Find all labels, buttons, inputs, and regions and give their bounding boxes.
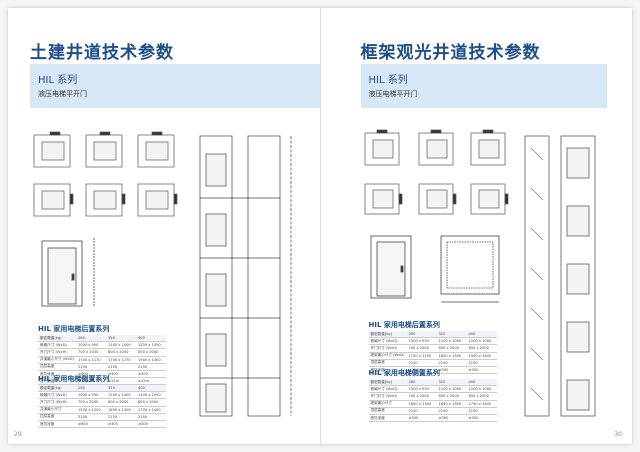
door-elevation xyxy=(370,235,411,299)
table-title-rear: HIL 家用电梯后置系列 xyxy=(368,321,440,329)
plan-view xyxy=(33,183,74,217)
table-title-side: HIL 家用电梯侧置系列 xyxy=(368,369,440,377)
table-row: 底坑深度≥300≥300≥300 xyxy=(368,366,497,375)
floor-doors xyxy=(566,147,589,411)
table-title-rear: HIL 家用电梯后置系列 xyxy=(38,325,110,333)
series-band: HIL 系列 液压电梯平开门 xyxy=(360,64,607,108)
right-page: 框架观光井道技术参数 HIL 系列 液压电梯平开门 xyxy=(320,8,632,444)
plan-view xyxy=(137,131,175,168)
brochure-spread: 土建井道技术参数 HIL 系列 液压电梯平开门 xyxy=(8,8,632,444)
floor-doors xyxy=(205,153,227,413)
plan-view xyxy=(85,183,126,217)
plan-view xyxy=(33,131,71,168)
series-label: HIL 系列 xyxy=(38,75,78,86)
series-subtitle: 液压电梯平开门 xyxy=(368,90,418,98)
frame-elevation xyxy=(524,135,595,417)
door-elevation xyxy=(41,238,95,307)
shaft-elevation xyxy=(199,135,292,417)
plan-view xyxy=(418,129,453,166)
plan-view xyxy=(470,129,505,166)
glass-panels xyxy=(530,147,543,401)
plan-view xyxy=(470,183,508,215)
plan-view xyxy=(85,131,123,168)
plan-view xyxy=(364,183,402,215)
left-page: 土建井道技术参数 HIL 系列 液压电梯平开门 xyxy=(8,8,321,444)
page-number: 29 xyxy=(14,431,22,438)
table-row: 底坑深度≥300≥300≥300 xyxy=(38,420,166,429)
plan-view xyxy=(137,183,178,217)
series-label: HIL 系列 xyxy=(368,75,408,86)
table-row: 提升高度≤12m≤12m≤12m xyxy=(38,377,166,386)
floor-lines xyxy=(200,197,280,379)
page-number: 30 xyxy=(614,431,622,438)
shaft-drawings xyxy=(33,131,292,417)
page-title: 土建井道技术参数 xyxy=(30,43,174,63)
plan-view-grid xyxy=(364,129,508,215)
page-title: 框架观光井道技术参数 xyxy=(360,43,541,63)
plan-view xyxy=(418,183,456,215)
table-row: 底坑深度≥300≥300≥300 xyxy=(38,370,166,379)
frame-plan xyxy=(440,235,499,303)
frame-shaft-drawings xyxy=(364,129,595,417)
series-subtitle: 液压电梯平开门 xyxy=(38,90,87,98)
series-band: HIL 系列 液压电梯平开门 xyxy=(30,64,320,108)
plan-view xyxy=(364,129,399,166)
table-title-side: HIL 家用电梯侧置系列 xyxy=(38,375,110,383)
plan-view-grid xyxy=(33,131,178,217)
table-row: 底坑深度≥300≥300≥300 xyxy=(368,414,497,423)
